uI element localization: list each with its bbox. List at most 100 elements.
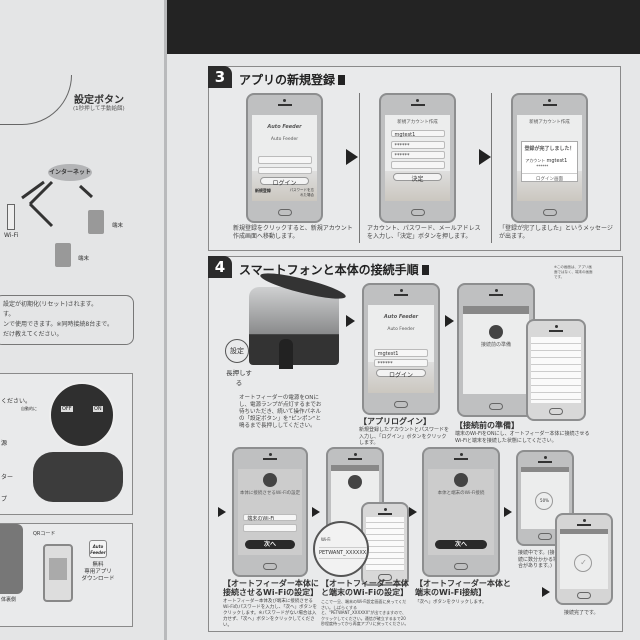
login-button[interactable]: ログイン: [376, 369, 426, 379]
wifi-icon: [454, 473, 468, 488]
screen-title: 本体に接続させるWi-Fiの設定: [239, 490, 301, 496]
network-arrows-icon: [21, 180, 94, 228]
submit-button[interactable]: 決定: [393, 173, 442, 183]
login-button[interactable]: ログイン: [260, 176, 309, 187]
qr-download-box: 体裏側 QRコード Auto Feeder 無料 専用アプリ ダウンロード: [0, 523, 133, 627]
settings-button-note: (1秒押して手動給餌): [73, 106, 125, 112]
petwant-ssid[interactable]: PETWANT_XXXXXX: [319, 547, 367, 559]
wifi-label: Wi-Fi: [321, 537, 331, 542]
phone-qr-image: [43, 544, 73, 602]
screen-header: 新規アカウント作成: [529, 119, 570, 125]
step-caption: 新規登録したアカウントとパスワードを入力し、「ログイン」ボタンをクリックします。: [359, 427, 450, 446]
phone-registration-complete: 新規アカウント作成 登録が完了しました！ アカウント mgtest1 *****…: [511, 93, 588, 223]
dedicated-app-label: 専用アプリ: [84, 569, 112, 575]
registration-dialog: 登録が完了しました！ アカウント mgtest1 ****** ログイン画面: [521, 140, 578, 182]
download-label: ダウンロード: [81, 576, 115, 582]
step-caption: 「登録が完了しました」というメッセージが出ます。: [499, 225, 613, 240]
account-field[interactable]: mgtest1: [390, 129, 445, 138]
next-button[interactable]: 次へ: [434, 540, 488, 549]
login-screen-button[interactable]: ログイン画面: [522, 172, 577, 182]
phone-wifi-settings: [526, 319, 586, 421]
arrow-right-icon: [542, 587, 550, 597]
app-download-text: 無料 専用アプリ ダウンロード: [81, 562, 115, 583]
page-gutter: [164, 0, 167, 640]
password-field[interactable]: [257, 166, 312, 175]
body-back-label: 体裏側: [1, 597, 17, 603]
step-heading: 【オートフィーダー本体に接続させるWi-Fiの設定】: [223, 579, 319, 597]
screen-title: 接続前の準備: [480, 342, 511, 349]
step-heading: 【オートフィーダー本体と端末のWi-Fiの設定】: [321, 579, 409, 597]
register-link[interactable]: 新規登録: [254, 187, 271, 193]
section-3-app-registration: 3 アプリの新規登録 Auto Feeder Auto Feeder ログイン …: [208, 66, 621, 251]
on-label: ON: [93, 406, 103, 412]
power-label: 源: [1, 440, 8, 447]
feeder-caption: オートフィーダーの電源をONにし、電源ランプが点灯するまでお待ちいただき、続いて…: [239, 395, 322, 429]
app-logo: Auto Feeder: [267, 123, 302, 130]
phone-app-login: Auto Feeder Auto Feeder mgtest1 ****** ロ…: [362, 283, 440, 415]
account-label: アカウント: [525, 157, 546, 163]
divider: [359, 93, 360, 243]
arrow-right-icon: [346, 149, 358, 165]
password-field[interactable]: ******: [390, 140, 445, 149]
ssid-field[interactable]: 端末のWi-Fi: [243, 513, 297, 522]
dialog-title: 登録が完了しました！: [524, 145, 575, 152]
feeder-back-image: [0, 524, 23, 594]
password-value: ******: [536, 163, 549, 169]
notice-line: だけ教えてください。: [3, 331, 63, 338]
account-field[interactable]: [257, 156, 312, 164]
step-caption: ここで一旦、端末のWi-Fi設定画面に戻ってください。しばらくすると、"PETW…: [321, 599, 409, 626]
power-subtext: 自動的に: [21, 406, 37, 411]
progress-percent: 50%: [535, 491, 554, 510]
terminal-label: 端末: [112, 223, 124, 229]
arrow-right-icon: [445, 315, 454, 327]
step-caption: 端末のWi-FiをONにし、オートフィーダー本体に接続させるWi-Fiと端末を接…: [455, 431, 590, 444]
section-title: アプリの新規登録: [239, 71, 346, 88]
arrow-right-icon: [504, 507, 512, 517]
app-logo: Auto Feeder: [383, 314, 419, 321]
progress-caption: 接続中です。(接続に数分かかる場合があります。): [518, 550, 559, 569]
account-field[interactable]: mgtest1: [373, 349, 429, 357]
step-caption: アカウント、パスワード、メールアドレスを入力し、「決定」ボタンを押します。: [367, 225, 481, 240]
section-title-text: スマートフォンと本体の接続手順: [239, 263, 419, 277]
wifi-icon: [489, 325, 503, 340]
free-label: 無料: [92, 562, 104, 568]
settings-button-circle: 設定: [225, 339, 249, 363]
settings-button-label: 設定ボタン: [74, 95, 124, 106]
step-caption: 新規登録をクリックすると、新規アカウント作成画面へ移動します。: [233, 225, 353, 240]
power-switch-box: ください。 自動的に 源 ター プ OFF ON: [0, 373, 133, 515]
phone-login-screen: Auto Feeder Auto Feeder ログイン 新規登録 パスワードを…: [246, 93, 323, 223]
email-field[interactable]: [390, 161, 445, 170]
qr-code-label: QRコード: [33, 531, 56, 537]
password-field[interactable]: ******: [373, 359, 429, 367]
wifi-icon: [348, 474, 362, 489]
phone-icon: [338, 75, 346, 85]
step-heading: 【オートフィーダー本体と端末のWi-Fi接続】: [415, 579, 511, 597]
wifi-password-field[interactable]: [243, 523, 297, 532]
ssid-magnifier: Wi-Fi PETWANT_XXXXXX: [313, 521, 369, 577]
step-heading: 【接続前の準備】: [455, 421, 519, 430]
plug-label: プ: [1, 496, 8, 503]
section-title: スマートフォンと本体の接続手順: [239, 261, 429, 278]
arrow-right-icon: [218, 507, 226, 517]
screen-header: 新規アカウント作成: [397, 119, 438, 125]
phone-icon: [421, 265, 429, 275]
internet-cloud: インターネット: [48, 164, 92, 181]
app-name: Auto Feeder: [387, 327, 415, 333]
notice-line: 設定が初期化(リセット)されます。: [3, 301, 98, 308]
step-number-badge: 3: [208, 66, 232, 88]
wifi-label: Wi-Fi: [4, 232, 19, 239]
wifi-icon: [263, 473, 277, 488]
phone-terminal-wifi-list: [361, 502, 409, 586]
long-press-label: 長押しする: [226, 369, 252, 387]
section-title-text: アプリの新規登録: [239, 73, 336, 87]
arrow-right-icon: [346, 315, 355, 327]
checkmark-icon: ✓: [574, 554, 593, 573]
account-value: mgtest1: [546, 157, 568, 164]
confirm-password-field[interactable]: ******: [390, 151, 445, 159]
next-button[interactable]: 次へ: [244, 540, 296, 549]
switch-magnifier: OFF ON: [49, 382, 115, 448]
arrow-right-icon: [409, 507, 417, 517]
forgot-password-link[interactable]: パスワードを忘れた場合: [289, 187, 315, 197]
phone-new-account-screen: 新規アカウント作成 mgtest1 ****** ****** 決定: [379, 93, 456, 223]
off-label: OFF: [61, 406, 73, 412]
